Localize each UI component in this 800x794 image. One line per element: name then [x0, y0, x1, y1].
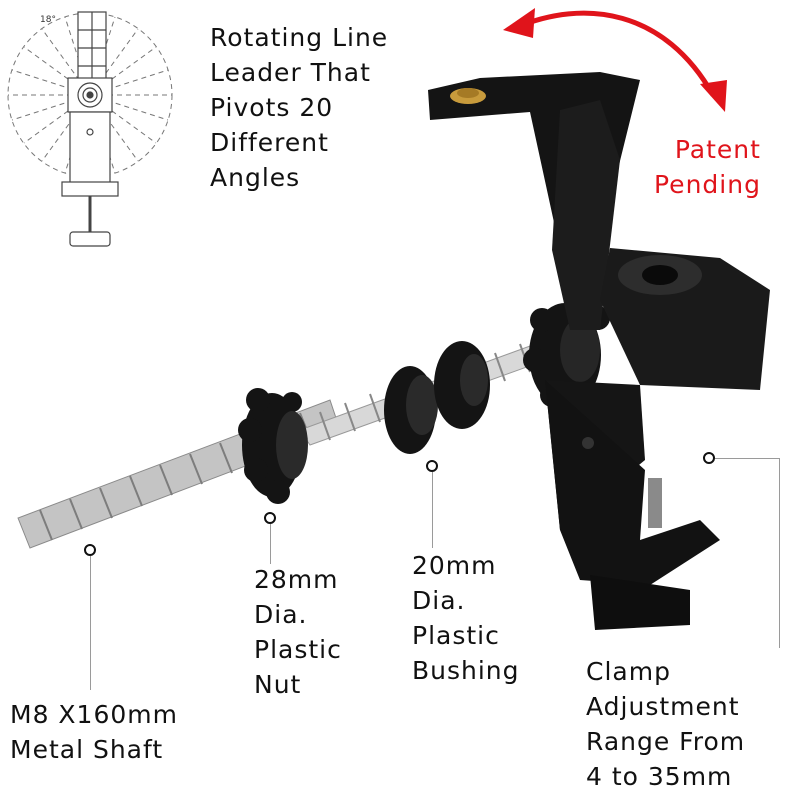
clamp-range-label: Clamp Adjustment Range From 4 to 35mm: [586, 657, 746, 791]
angle-label: 18°: [40, 15, 56, 25]
shaft-dot: [84, 544, 96, 556]
pivot-angle-diagram: 18°: [7, 11, 173, 247]
shaft-leader-line: [90, 556, 91, 690]
plastic-nut: [238, 388, 308, 504]
bushing-dot: [426, 460, 438, 472]
line-leader-arm: [428, 72, 640, 330]
nut-dot: [264, 512, 276, 524]
clamp-dot: [703, 452, 715, 464]
rotation-arrow-icon: [503, 8, 727, 112]
rotating-leader-label: Rotating Line Leader That Pivots 20 Diff…: [210, 23, 389, 192]
clamp-body: [545, 248, 770, 630]
bushing-leader-line: [432, 472, 433, 548]
nut-label: 28mm Dia. Plastic Nut: [254, 565, 342, 699]
patent-pending-label: Patent Pending: [654, 135, 761, 199]
shaft-label: M8 X160mm Metal Shaft: [10, 700, 178, 764]
clamp-leader-v: [779, 458, 780, 648]
clamp-leader-h: [715, 458, 779, 459]
plastic-bushing: [384, 341, 490, 454]
nut-leader-line: [270, 524, 271, 564]
bushing-label: 20mm Dia. Plastic Bushing: [412, 551, 520, 685]
